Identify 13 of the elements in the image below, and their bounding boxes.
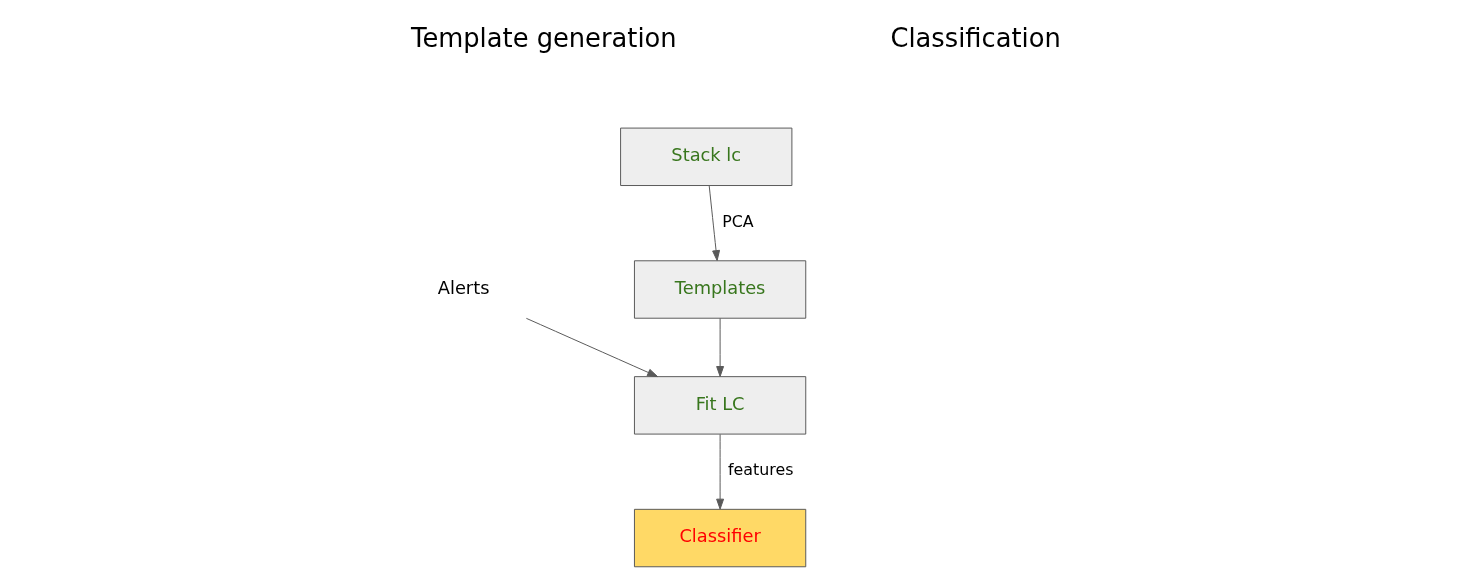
node-box: Classifier — [633, 508, 806, 568]
node-box: Stack lc — [619, 127, 792, 186]
label: Classification — [889, 23, 1061, 54]
node-box: Templates — [633, 260, 806, 319]
node-box: Fit LC — [633, 376, 806, 435]
node-text: Alerts — [437, 276, 489, 298]
label: Template generation — [410, 23, 677, 54]
edge-label: PCA — [721, 211, 754, 231]
arrow — [715, 433, 724, 510]
arrow — [525, 317, 658, 378]
edge-label: features — [727, 460, 793, 480]
arrow — [708, 185, 720, 261]
arrow — [715, 317, 724, 377]
